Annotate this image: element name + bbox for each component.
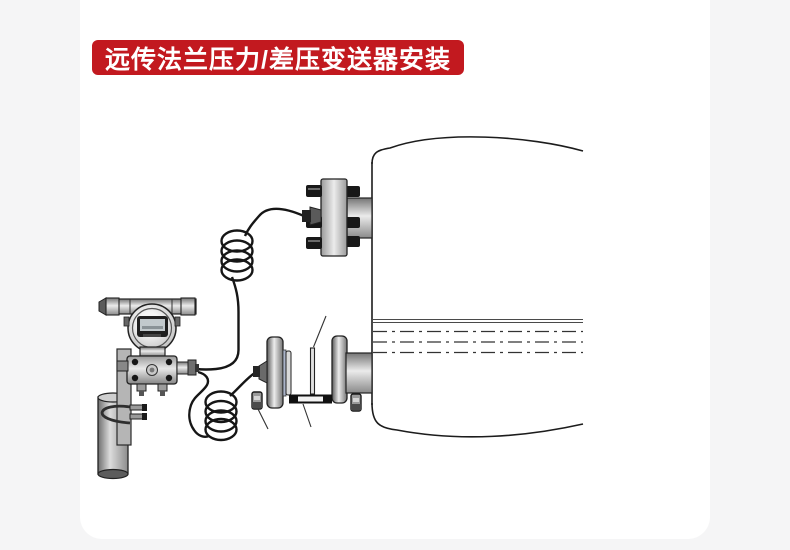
capillary-fitting-right (176, 359, 199, 376)
tank-top-edge (371, 136, 584, 165)
leader-gasket (312, 315, 327, 348)
upper-capillary-nut (302, 210, 311, 222)
gasket (309, 347, 316, 395)
leader-stud (302, 403, 312, 428)
liquid-level-lines (373, 319, 583, 354)
capillary-lower-run (188, 370, 210, 438)
lcd-digits (142, 326, 163, 329)
stud-bolt (289, 394, 332, 404)
flange-nut-right (350, 393, 362, 412)
remote-seal-disc (266, 336, 284, 409)
head-tab-left (123, 316, 130, 327)
conduit-cap-right (180, 297, 196, 316)
capillary-upper-run (243, 207, 305, 237)
seal-capillary-adapter (258, 360, 268, 384)
capillary-upper-drop (195, 276, 240, 371)
pipe-bottom-cap (97, 468, 129, 480)
section-title-banner: 远传法兰压力/差压变送器安装 (92, 40, 464, 75)
vent-fitting-left (116, 360, 129, 372)
capillary-coil-upper (220, 229, 254, 282)
drain-valves (136, 383, 168, 396)
content-card (80, 0, 710, 539)
tank-bottom-edge (371, 402, 584, 438)
capillary-lower (188, 370, 258, 442)
upper-capillary-adapter (309, 206, 322, 226)
conduit-left-tip (98, 297, 107, 316)
transmitter-neck (139, 346, 166, 357)
upper-flange-plate (320, 178, 348, 257)
u-bolt-clamp (100, 404, 131, 425)
banner-label: 远传法兰压力/差压变送器安装 (105, 45, 451, 74)
tank-vessel (371, 136, 584, 438)
conduit-cap-left (105, 297, 120, 316)
flange-nut-left (251, 391, 263, 410)
pressure-transmitter (98, 297, 199, 396)
leader-lines (257, 315, 327, 430)
remote-seal-front-disc (285, 350, 292, 396)
leader-nut (257, 408, 269, 430)
capillary-coil-lower (204, 390, 238, 442)
seal-flange-assembly (251, 315, 373, 430)
tank-nozzle (345, 352, 373, 394)
upper-flange-back-bolts (344, 186, 360, 247)
bracket-bolts (129, 404, 147, 420)
body-bolts (131, 358, 173, 382)
head-button-row (143, 334, 161, 337)
capillary-upper (195, 207, 305, 371)
seal-capillary-nut (253, 366, 260, 377)
upper-flange-assembly (302, 178, 373, 257)
lcd-screen (140, 319, 165, 331)
tank-nozzle-flange-disc (331, 335, 348, 404)
head-tab-right (174, 316, 181, 327)
